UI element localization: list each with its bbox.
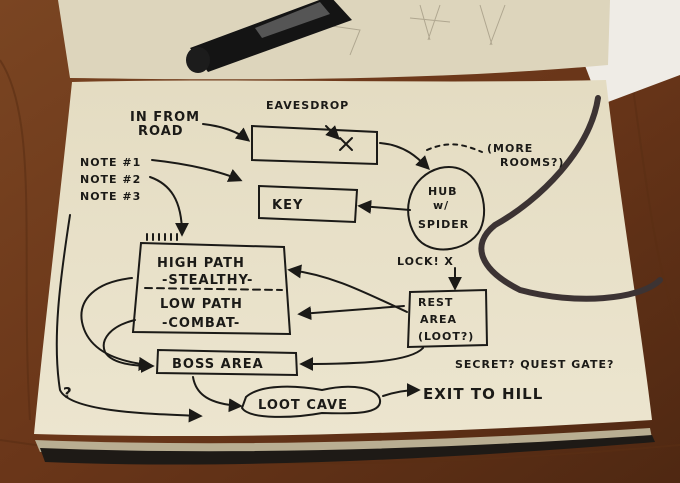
- main-page: [34, 80, 652, 437]
- label-boss-area: BOSS AREA: [172, 357, 264, 372]
- pen: [186, 0, 352, 73]
- label-hub-3: SPIDER: [418, 218, 469, 231]
- label-eavesdrop: EAVESDROP: [266, 99, 349, 112]
- label-low-path: LOW PATH: [160, 297, 243, 312]
- label-note-3: NOTE #3: [80, 190, 141, 203]
- label-hub-1: HUB: [428, 185, 458, 198]
- boss-area-room: [155, 348, 299, 377]
- label-more-rooms-1: (MORE: [487, 142, 533, 155]
- label-rest-2: AREA: [420, 313, 457, 326]
- map-lines: [55, 123, 489, 423]
- hub-room: [407, 165, 486, 251]
- path-room: [131, 241, 292, 336]
- label-exit: EXIT TO HILL: [423, 385, 543, 403]
- label-combat: -COMBAT-: [162, 316, 240, 331]
- label-rest-1: REST: [418, 296, 453, 309]
- label-key: KEY: [272, 198, 303, 213]
- label-note-2: NOTE #2: [80, 173, 141, 186]
- label-high-path: HIGH PATH: [157, 256, 245, 271]
- loot-cave-room: [240, 385, 382, 418]
- notebook-cover-black: [40, 435, 655, 465]
- label-note-1: NOTE #1: [80, 156, 141, 169]
- key-room: [258, 184, 359, 224]
- map-labels: IN FROM ROAD EAVESDROP (MORE ROOMS?) NOT…: [63, 99, 614, 413]
- label-secret: SECRET? QUEST GATE?: [455, 358, 614, 371]
- label-more-rooms-2: ROOMS?): [500, 156, 564, 169]
- label-in-from-road-1: IN FROM: [130, 110, 200, 125]
- label-hub-2: w/: [433, 199, 449, 212]
- label-loot-cave: LOOT CAVE: [258, 398, 348, 413]
- label-lock: LOCK! X: [397, 255, 454, 268]
- label-question: ?: [63, 384, 73, 402]
- label-in-from-road-2: ROAD: [138, 124, 184, 139]
- label-stealthy: -STEALTHY-: [162, 273, 253, 288]
- notebook-bottom-edge: [35, 428, 652, 455]
- label-rest-3: (LOOT?): [418, 330, 474, 343]
- ribbon-bookmark: [478, 95, 663, 302]
